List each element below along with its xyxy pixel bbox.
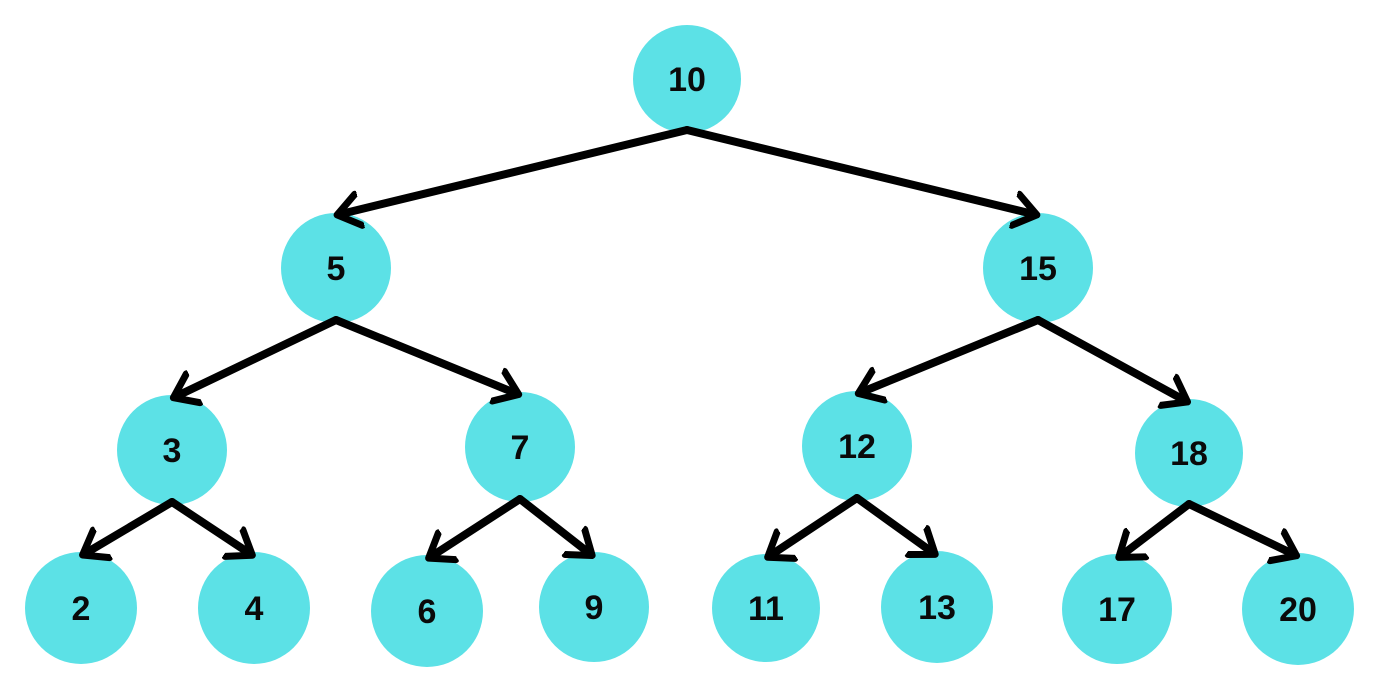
tree-node-circle-10 xyxy=(633,25,741,133)
tree-nodes-layer xyxy=(25,25,1354,667)
tree-edge-3-to-4 xyxy=(168,498,249,553)
tree-node-label-6: 6 xyxy=(418,593,437,631)
tree-node-circle-17 xyxy=(1062,554,1172,664)
tree-node-circle-2 xyxy=(25,552,137,664)
tree-node-label-18: 18 xyxy=(1170,435,1208,473)
tree-edge-15-to-18 xyxy=(1034,316,1184,400)
tree-edges-layer xyxy=(86,126,1293,556)
tree-node-label-13: 13 xyxy=(918,589,956,627)
tree-node-circle-6 xyxy=(371,555,483,667)
tree-node-circle-11 xyxy=(712,554,820,662)
tree-edge-18-to-17 xyxy=(1122,500,1193,555)
tree-edge-12-to-11 xyxy=(771,494,861,555)
tree-node-circle-5 xyxy=(281,213,391,323)
tree-node-label-11: 11 xyxy=(748,590,784,628)
tree-edge-5-to-7 xyxy=(332,316,515,393)
tree-node-label-20: 20 xyxy=(1279,591,1317,629)
tree-node-circle-12 xyxy=(802,391,912,501)
tree-edge-18-to-20 xyxy=(1185,500,1293,554)
tree-edge-3-to-2 xyxy=(86,498,176,553)
tree-node-label-7: 7 xyxy=(511,429,530,467)
tree-node-circle-20 xyxy=(1242,553,1354,665)
tree-edge-15-to-12 xyxy=(862,316,1042,392)
tree-node-label-10: 10 xyxy=(668,61,706,99)
tree-edge-7-to-9 xyxy=(516,495,589,553)
tree-node-label-17: 17 xyxy=(1098,591,1136,629)
tree-node-circle-18 xyxy=(1135,399,1243,507)
tree-node-label-12: 12 xyxy=(838,428,876,466)
tree-edge-5-to-3 xyxy=(177,316,340,396)
tree-node-circle-9 xyxy=(539,552,649,662)
tree-node-label-5: 5 xyxy=(327,250,346,288)
tree-edge-10-to-5 xyxy=(341,126,691,214)
tree-node-label-9: 9 xyxy=(585,589,604,627)
tree-node-circle-15 xyxy=(983,213,1093,323)
tree-node-circle-4 xyxy=(198,552,310,664)
tree-node-label-15: 15 xyxy=(1019,250,1057,288)
tree-node-label-3: 3 xyxy=(163,432,182,470)
tree-edge-10-to-15 xyxy=(683,126,1033,214)
tree-node-circle-13 xyxy=(881,551,993,663)
tree-node-label-4: 4 xyxy=(245,590,264,628)
tree-edge-7-to-6 xyxy=(432,495,524,556)
tree-node-circle-7 xyxy=(465,392,575,502)
tree-node-label-2: 2 xyxy=(72,590,91,628)
tree-node-circle-3 xyxy=(117,395,227,505)
tree-edge-12-to-13 xyxy=(853,494,932,552)
